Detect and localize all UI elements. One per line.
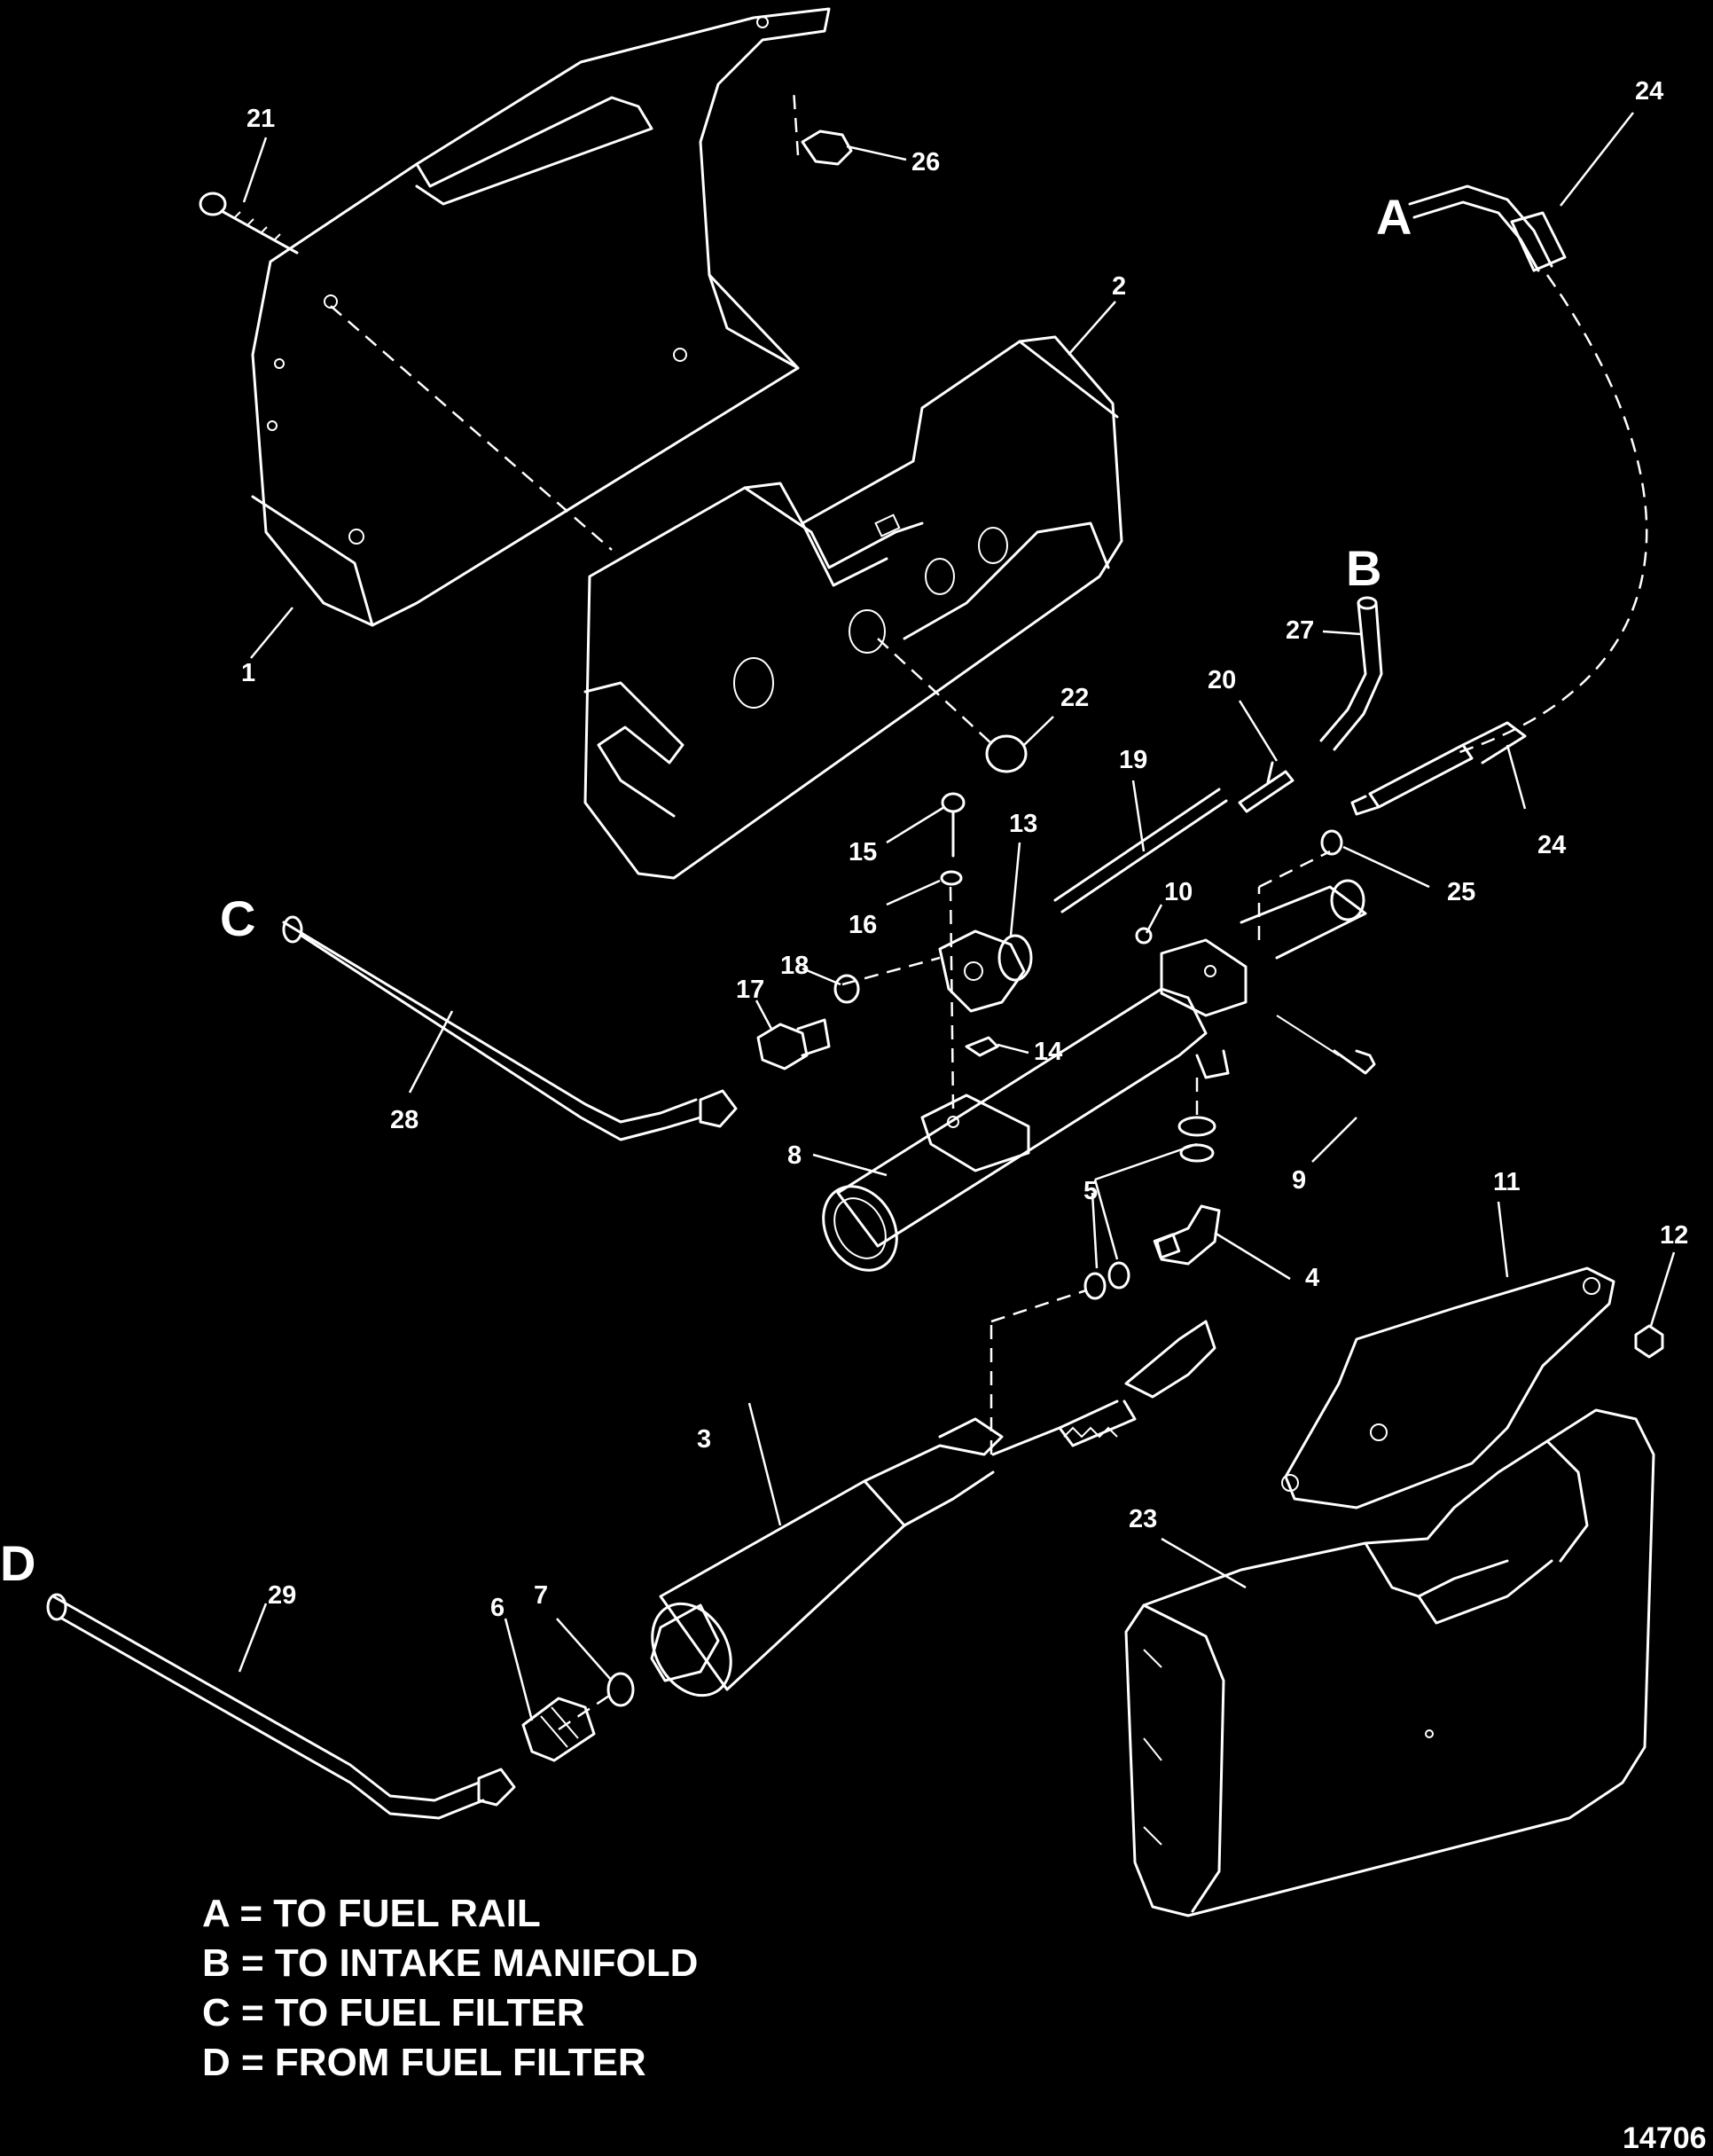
connection-letter-b: B: [1346, 540, 1381, 596]
callout-14: 14: [1034, 1038, 1062, 1066]
connection-letters: A B C D: [0, 189, 1412, 1591]
callout-13: 13: [1009, 810, 1037, 838]
callout-18: 18: [780, 952, 809, 980]
connection-letter-a: A: [1376, 189, 1412, 245]
callout-3: 3: [697, 1425, 711, 1454]
callout-4: 4: [1305, 1264, 1319, 1292]
connection-letter-c: C: [220, 890, 255, 946]
connection-letter-d: D: [0, 1535, 35, 1591]
part-1-mounting-bracket: [251, 7, 831, 627]
callout-27: 27: [1286, 616, 1314, 645]
callout-26: 26: [911, 148, 940, 176]
callout-6: 6: [490, 1594, 505, 1622]
part-10-cap: [1135, 927, 1153, 945]
part-18-o-ring: [833, 974, 860, 1004]
part-26-nut: [801, 129, 853, 166]
legend-item-c: C = TO FUEL FILTER: [202, 1991, 585, 2034]
callout-23: 23: [1129, 1505, 1157, 1533]
callout-19: 19: [1119, 746, 1147, 774]
callout-numbers: 1 2 3 4 5 6 7 8 9 10 11 12 13 14 15 16 1…: [241, 77, 1688, 1622]
part-8-fuel-rail: [822, 879, 1367, 1272]
legend-item-a: A = TO FUEL RAIL: [202, 1892, 541, 1935]
part-11-pump-bracket: [1281, 1266, 1615, 1509]
part-29-fuel-line: [46, 1593, 516, 1820]
callout-24-bottom: 24: [1537, 831, 1566, 859]
callout-7: 7: [534, 1581, 548, 1610]
part-3-fuel-pump: [650, 1320, 1216, 1697]
callout-1: 1: [241, 659, 255, 687]
callout-28: 28: [390, 1106, 418, 1134]
callout-10: 10: [1164, 878, 1193, 906]
part-27-hose: [1319, 596, 1383, 751]
part-2-box-bracket: [583, 335, 1123, 880]
callout-leaders: [238, 112, 1676, 1721]
callout-5: 5: [1083, 1177, 1098, 1205]
callout-24-top: 24: [1635, 77, 1663, 106]
part-5-o-rings: [1083, 1116, 1216, 1300]
assembly-dashed-lines: [330, 88, 1331, 1731]
part-28-fuel-line: [282, 915, 738, 1141]
callout-17: 17: [736, 976, 764, 1004]
part-20-tee-fitting: [1238, 761, 1295, 813]
callout-25: 25: [1447, 878, 1475, 906]
callout-2: 2: [1112, 272, 1126, 301]
part-12-nut: [1634, 1324, 1664, 1359]
legend-item-b: B = TO INTAKE MANIFOLD: [202, 1941, 699, 1985]
callout-20: 20: [1208, 666, 1236, 694]
callout-22: 22: [1060, 684, 1089, 712]
part-24-fuel-line: [1350, 184, 1648, 816]
callout-21: 21: [246, 105, 275, 133]
part-14-retainer: [965, 1036, 999, 1057]
part-17-plug: [756, 1018, 831, 1070]
callout-12: 12: [1660, 1221, 1688, 1250]
part-4-elbow-fitting: [1153, 1204, 1221, 1266]
callout-9: 9: [1292, 1166, 1306, 1195]
connection-legend: A = TO FUEL RAIL B = TO INTAKE MANIFOLD …: [202, 1889, 698, 2088]
part-23-cover: [1124, 1408, 1655, 1917]
legend-item-d: D = FROM FUEL FILTER: [202, 2041, 646, 2084]
part-9-bleed-screw: [1276, 1015, 1376, 1075]
part-15-screw: [941, 792, 966, 858]
part-21-screw: [199, 192, 299, 255]
part-19-hose: [1053, 788, 1228, 913]
document-number: 14706: [1623, 2121, 1707, 2155]
part-25-washer: [1320, 829, 1343, 856]
callout-8: 8: [787, 1141, 802, 1170]
callout-11: 11: [1493, 1168, 1521, 1196]
part-6-inlet-fitting: [521, 1697, 596, 1762]
part-16-washer: [940, 870, 963, 886]
callout-29: 29: [268, 1581, 296, 1610]
callout-16: 16: [849, 911, 877, 939]
callout-15: 15: [849, 838, 877, 866]
part-7-filter-screen: [606, 1672, 635, 1707]
part-13-pressure-regulator: [938, 929, 1033, 1013]
part-22-grommet: [985, 734, 1028, 773]
